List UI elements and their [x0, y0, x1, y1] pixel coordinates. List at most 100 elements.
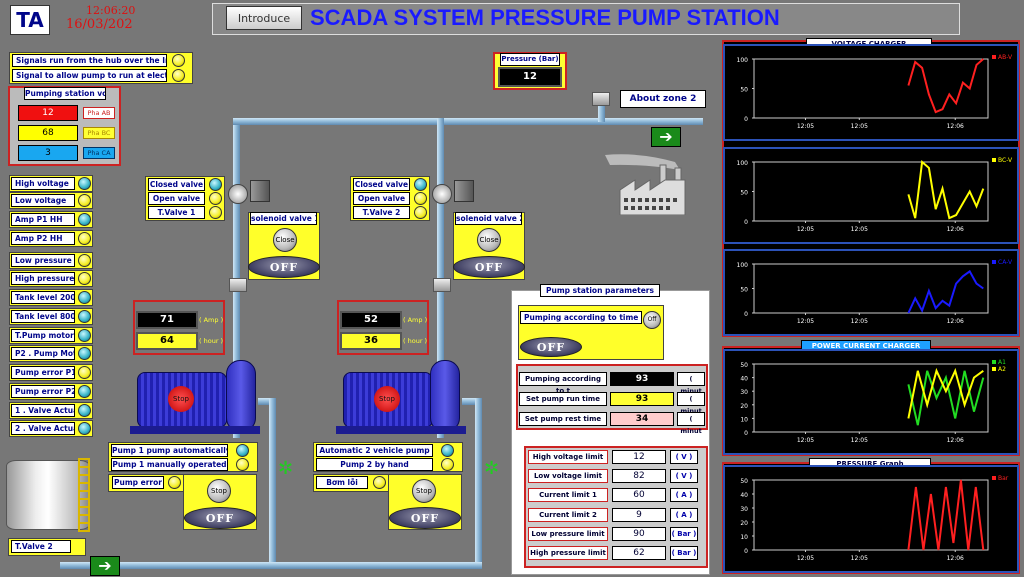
- limit-label: Current limit 2: [528, 508, 608, 522]
- zone-arrow-button[interactable]: ➔: [651, 127, 681, 147]
- pump1-off-button[interactable]: OFF: [184, 507, 256, 529]
- valve2-close-button[interactable]: Close: [477, 228, 501, 252]
- pressure-value: 12: [498, 67, 562, 87]
- title-bar: [212, 3, 960, 35]
- tank-arrow-button[interactable]: ➔: [90, 556, 120, 576]
- pump2-amp-unit: ( Amp ): [403, 316, 428, 324]
- y-tick-label: 20: [740, 403, 748, 410]
- x-tick-label: 12:06: [947, 226, 964, 233]
- limit-value-input[interactable]: 62: [612, 546, 666, 560]
- y-tick-label: 30: [740, 506, 748, 513]
- limit-unit: ( Bar ): [670, 527, 698, 541]
- pipe: [233, 118, 703, 125]
- alarm-label: Low pressure: [11, 254, 75, 267]
- legend-swatch: [992, 260, 996, 264]
- hand-valve-icon[interactable]: ✲: [278, 458, 294, 479]
- x-tick-label: 12:05: [851, 123, 868, 130]
- time-mode-off-toggle[interactable]: Off: [643, 311, 661, 329]
- alarm-lamp: [78, 194, 91, 207]
- y-tick-label: 0: [744, 430, 748, 437]
- x-tick-label: 12:06: [947, 437, 964, 444]
- valve1-open-lamp: [209, 192, 222, 205]
- valve1-close-button[interactable]: Close: [273, 228, 297, 252]
- alarm-label: Tank level 800 l: [11, 310, 75, 323]
- limit-label: Low pressure limit: [528, 527, 608, 541]
- time-mode-off-button[interactable]: OFF: [520, 337, 582, 357]
- chart-background: [723, 147, 1019, 244]
- y-tick-label: 0: [744, 116, 748, 123]
- alarm-label: 2 . Valve Actual: [11, 422, 75, 435]
- valve1-off-button[interactable]: OFF: [248, 256, 320, 278]
- param-value-input[interactable]: 93: [610, 392, 674, 406]
- pump2-housing: [430, 360, 460, 432]
- limit-value-input[interactable]: 60: [612, 488, 666, 502]
- pump2-off-button[interactable]: OFF: [389, 507, 461, 529]
- alarm-lamp: [78, 272, 91, 285]
- legend-label: Bar: [998, 475, 1009, 482]
- alarm-lamp: [78, 291, 91, 304]
- time-mode-label: Pumping according to time mod: [520, 311, 642, 324]
- page-title: SCADA SYSTEM PRESSURE PUMP STATION: [310, 5, 780, 30]
- chart-plot-area: [753, 363, 989, 433]
- y-tick-label: 0: [744, 311, 748, 318]
- x-tick-label: 12:05: [797, 437, 814, 444]
- chart-background: [723, 349, 1019, 455]
- limit-value-input[interactable]: 82: [612, 469, 666, 483]
- y-tick-label: 30: [740, 389, 748, 396]
- alarm-label: Pump error P2: [11, 385, 75, 398]
- alarm-label: T.Pump motor P: [11, 329, 75, 342]
- limit-value-input[interactable]: 9: [612, 508, 666, 522]
- introduce-button[interactable]: Introduce: [226, 6, 302, 30]
- limit-label: High pressure limit: [528, 546, 608, 560]
- series-line: [907, 367, 984, 419]
- solenoid1-label: solenoid valve 1: [250, 212, 317, 225]
- alarm-label: Tank level 200 l: [11, 291, 75, 304]
- y-tick-label: 50: [740, 362, 748, 369]
- legend-label: BC-V: [998, 157, 1013, 164]
- limit-value-input[interactable]: 12: [612, 450, 666, 464]
- tank-ladder: [78, 458, 90, 532]
- pump1-manual-lamp: [236, 458, 249, 471]
- pump2-error-label: Bơm lỗi: [316, 476, 368, 489]
- pump1-error-lamp: [168, 476, 181, 489]
- alarm-label: Amp P1 HH: [11, 213, 75, 226]
- pump2-stop-button[interactable]: Stop: [412, 479, 436, 503]
- valve2-open-lamp: [414, 192, 427, 205]
- valve1-closed-lamp: [209, 178, 222, 191]
- legend-swatch: [992, 476, 996, 480]
- param-value-input[interactable]: 93: [610, 372, 674, 386]
- pump2-stop-indicator: Stop: [374, 386, 400, 412]
- param-value-input[interactable]: 34: [610, 412, 674, 426]
- valve2-closed-label: Closed valve: [353, 178, 410, 191]
- legend-label: AB-V: [998, 54, 1013, 61]
- pump2-manual-label: Pump 2 by hand: [316, 458, 433, 471]
- alarm-lamp: [78, 310, 91, 323]
- pump1-stop-button[interactable]: Stop: [207, 479, 231, 503]
- alarm-label: Amp P2 HH: [11, 232, 75, 245]
- valve2-tvalve-label: T.Valve 2: [353, 206, 410, 219]
- factory-icon: [605, 154, 686, 215]
- pump2-time-value: 36: [340, 332, 402, 350]
- limit-unit: ( A ): [670, 508, 698, 522]
- legend-swatch: [992, 158, 996, 162]
- pipe: [269, 398, 276, 568]
- pump2-manual-lamp: [441, 458, 454, 471]
- hand-valve-icon[interactable]: ✲: [484, 458, 500, 479]
- pump2-auto-lamp: [441, 444, 454, 457]
- x-tick-label: 12:05: [851, 555, 868, 562]
- alarm-label: Pump error P1: [11, 366, 75, 379]
- y-tick-label: 50: [740, 478, 748, 485]
- valve2-off-button[interactable]: OFF: [453, 256, 525, 278]
- x-tick-label: 12:05: [851, 226, 868, 233]
- legend-label: A1: [998, 359, 1006, 366]
- check-valve-icon: [433, 278, 451, 292]
- limit-value-input[interactable]: 90: [612, 527, 666, 541]
- x-tick-label: 12:05: [851, 318, 868, 325]
- tank-tvalve-label: T.Valve 2: [11, 540, 71, 553]
- signal-allow: Signal to allow pump to run at electrica: [12, 69, 167, 82]
- param-label: Set pump rest time: [519, 412, 607, 426]
- alarm-lamp: [78, 177, 91, 190]
- pump1-error-label: Pump error: [112, 476, 164, 489]
- y-tick-label: 50: [740, 287, 748, 294]
- water-tank: [6, 460, 90, 530]
